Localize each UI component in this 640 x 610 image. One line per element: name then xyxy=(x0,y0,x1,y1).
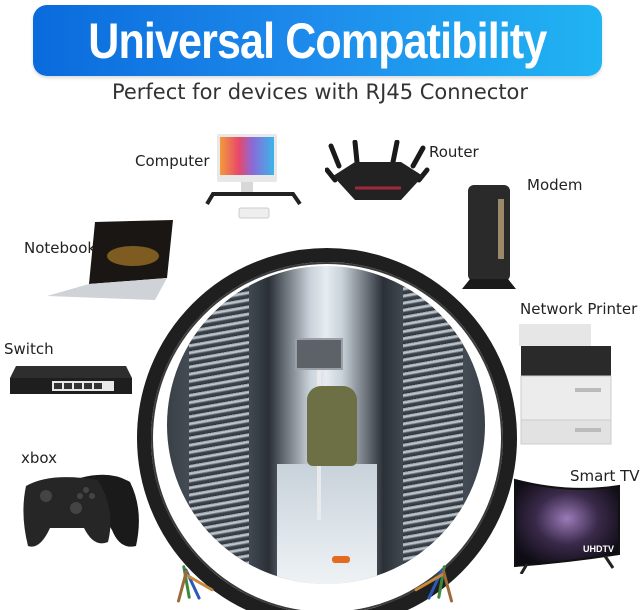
device-label-computer: Computer xyxy=(135,152,210,170)
device-label-switch: Switch xyxy=(4,340,54,358)
network-switch-icon xyxy=(8,364,133,400)
banner-title: Universal Compatibility xyxy=(88,12,547,69)
uhdtv-badge: UHDTV xyxy=(583,544,614,554)
game-controller-icon xyxy=(20,470,145,556)
desktop-computer-icon xyxy=(205,132,305,236)
ethernet-cable-ring xyxy=(137,248,517,610)
device-label-modem: Modem xyxy=(527,176,583,194)
smart-tv-icon: UHDTV xyxy=(513,478,623,578)
router-icon xyxy=(324,139,430,214)
device-label-notebook: Notebook xyxy=(24,239,97,257)
device-label-network-printer: Network Printer xyxy=(520,300,638,318)
device-label-smart-tv: Smart TV xyxy=(570,467,640,485)
modem-icon xyxy=(460,183,520,297)
subtitle: Perfect for devices with RJ45 Connector xyxy=(111,80,529,104)
device-label-xbox: xbox xyxy=(21,449,57,467)
title-banner: Universal Compatibility xyxy=(33,5,602,76)
laptop-icon xyxy=(45,220,175,309)
device-label-router: Router xyxy=(429,143,479,161)
printer-icon xyxy=(515,318,615,450)
